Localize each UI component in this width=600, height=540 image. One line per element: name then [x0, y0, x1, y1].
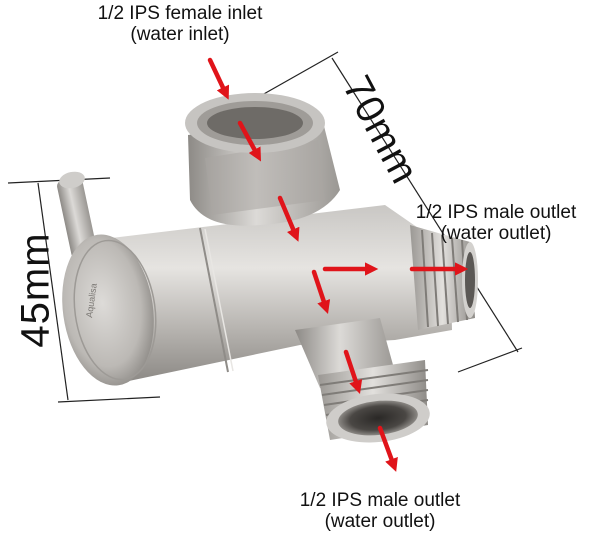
arrow-down-1: [311, 269, 331, 314]
dimension-height-label: 45mm: [13, 232, 58, 348]
dim-70-line: [331, 57, 519, 353]
bottom-outlet: [295, 318, 430, 443]
bottom-outlet-label-line1: 1/2 IPS male outlet: [299, 490, 461, 511]
side-outlet-label: 1/2 IPS male outlet (water outlet): [396, 202, 596, 244]
bottom-outlet-label: 1/2 IPS male outlet (water outlet): [270, 490, 490, 532]
inlet-fitting: [185, 93, 340, 226]
arrow-inlet-2: [237, 120, 262, 162]
inlet-label-line1: 1/2 IPS female inlet: [97, 3, 263, 24]
flow-arrows: [207, 57, 469, 472]
arrow-down-3: [377, 425, 398, 472]
lever-handle: [57, 171, 97, 259]
dim-70-ext-bottom: [457, 347, 523, 373]
arrow-down-2: [343, 349, 363, 394]
side-outlet-label-line2: (water outlet): [440, 223, 552, 244]
dim-45-ext-bottom: [57, 396, 161, 403]
engraving-text: Aqualisa: [84, 283, 99, 319]
inlet-label-line2: (water inlet): [130, 24, 230, 45]
end-cap: Aqualisa: [62, 234, 157, 386]
arrow-inlet-3: [277, 195, 300, 242]
side-outlet-thread: [410, 225, 478, 330]
inlet-label: 1/2 IPS female inlet (water inlet): [60, 3, 300, 45]
arrow-inlet-1: [207, 57, 230, 100]
dim-45-line: [37, 182, 69, 401]
bottom-outlet-label-line2: (water outlet): [324, 511, 436, 532]
dim-45-ext-top: [7, 177, 111, 184]
dimension-lines: [7, 51, 523, 403]
side-outlet-label-line1: 1/2 IPS male outlet: [415, 202, 577, 223]
dim-70-ext-top: [261, 51, 339, 96]
